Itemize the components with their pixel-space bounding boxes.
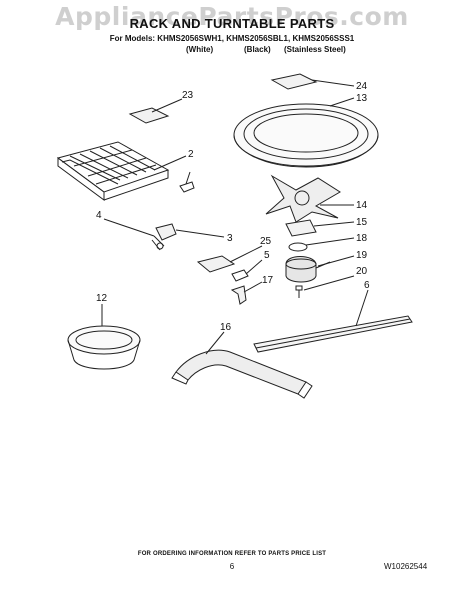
leader-15 [313, 221, 355, 227]
callout-13: 13 [356, 93, 368, 104]
variant-stainless: (Stainless Steel) [284, 45, 346, 54]
leader-5 [245, 259, 263, 275]
callout-19: 19 [356, 250, 368, 261]
leader-24 [311, 79, 355, 87]
page-number: 6 [229, 562, 235, 571]
leader-3 [175, 229, 225, 238]
callout-18: 18 [356, 233, 368, 244]
part-4-pin [151, 235, 165, 251]
callout-12: 12 [96, 293, 108, 304]
document-number: W10262544 [384, 562, 428, 571]
callout-14: 14 [356, 200, 368, 211]
leader-16 [205, 331, 225, 355]
leader-4 [103, 218, 155, 237]
callout-4: 4 [96, 210, 102, 221]
callout-15: 15 [356, 217, 368, 228]
part-6-rack-guide [253, 315, 413, 353]
ordering-note: FOR ORDERING INFORMATION REFER TO PARTS … [137, 551, 327, 557]
part-20-screw [295, 285, 303, 298]
callout-25: 25 [260, 236, 272, 247]
leader-18 [305, 237, 355, 246]
leader-2 [153, 155, 187, 171]
part-17-bracket [230, 285, 247, 305]
part-12-bowl [67, 325, 141, 370]
leader-13 [329, 97, 355, 107]
callout-20: 20 [356, 266, 368, 277]
part-16-handle [171, 349, 313, 399]
part-13-turntable-tray [233, 103, 379, 168]
leader-25 [229, 245, 263, 263]
part-2-wire-rack [56, 141, 170, 201]
part-24-pad [270, 73, 318, 90]
part-18-washer [288, 242, 308, 252]
part-2-rack-clip [179, 181, 195, 193]
page-title: RACK AND TURNTABLE PARTS [129, 16, 335, 31]
leader-23 [151, 98, 183, 113]
part-14-roller-support [265, 174, 341, 223]
leader-19 [317, 255, 355, 267]
callout-23: 23 [182, 90, 194, 101]
variant-black: (Black) [244, 45, 271, 54]
callout-2: 2 [188, 149, 194, 160]
leader-20 [303, 275, 355, 291]
watermark-text: AppliancePartsPros.com [55, 2, 409, 31]
variant-white: (White) [186, 45, 214, 54]
callout-6: 6 [364, 280, 370, 291]
callout-5: 5 [264, 250, 270, 261]
part-5-clip [231, 269, 249, 282]
callout-24: 24 [356, 81, 368, 92]
part-3-bracket [155, 223, 177, 241]
part-25-pad [196, 255, 236, 273]
leader-6 [355, 289, 369, 327]
leader-17 [243, 281, 263, 293]
callout-17: 17 [262, 275, 274, 286]
callout-16: 16 [220, 322, 232, 333]
leader-2-clip [185, 171, 191, 185]
models-line: For Models: KHMS2056SWH1, KHMS2056SBL1, … [109, 34, 355, 43]
part-23-plate [128, 107, 170, 124]
part-15-coupler [285, 219, 317, 237]
part-19-turntable-motor [285, 256, 331, 283]
callout-3: 3 [227, 233, 233, 244]
